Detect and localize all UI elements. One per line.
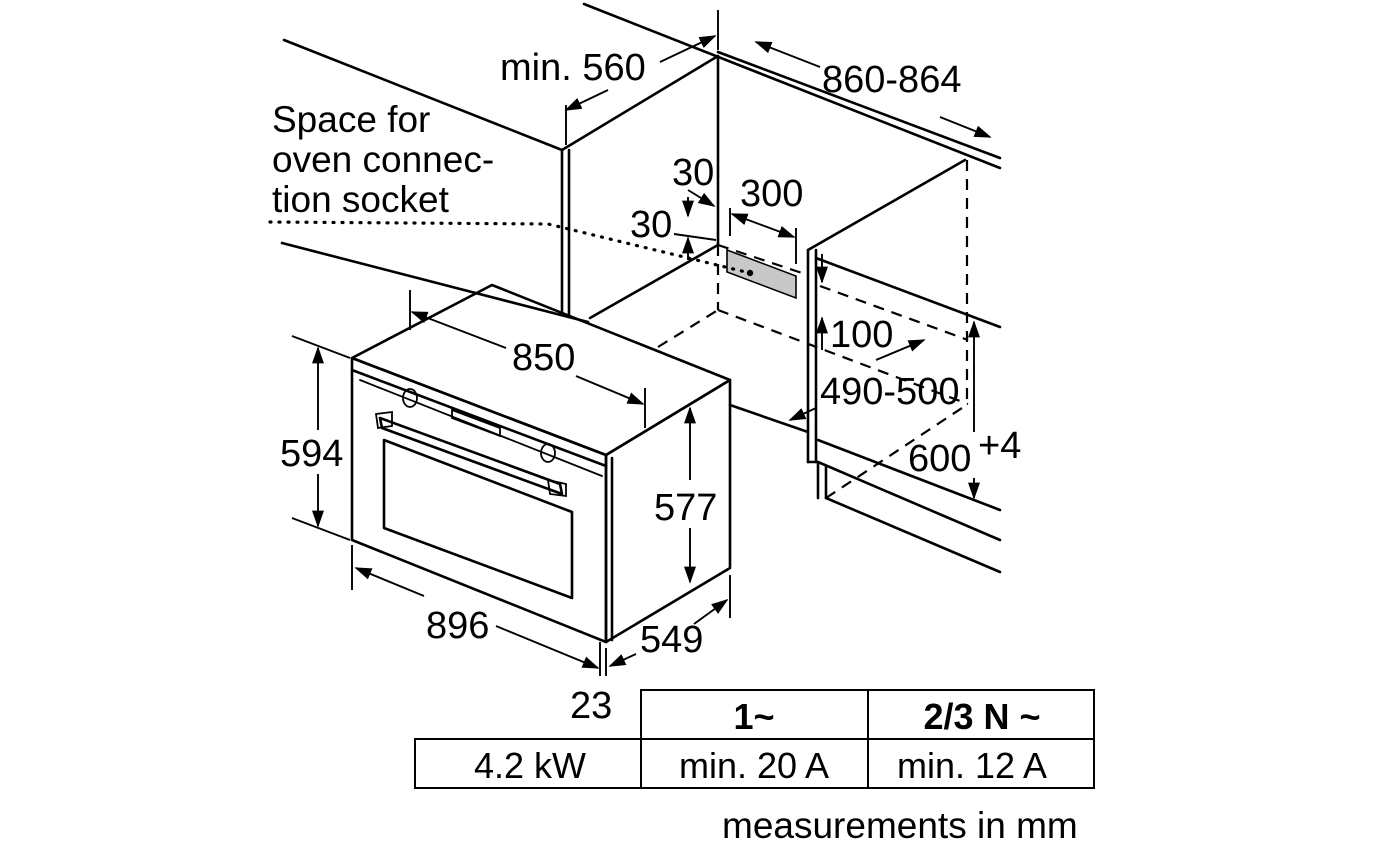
oven-width-top-label: 850 — [512, 337, 575, 379]
socket-dot — [746, 269, 754, 277]
units-footer: measurements in mm — [722, 805, 1078, 846]
niche-width-label: 860-864 — [822, 59, 961, 101]
oven-height-label: 594 — [280, 433, 343, 475]
oven-front-width-label: 896 — [426, 605, 489, 647]
socket-note-line-2: oven connec- — [272, 139, 494, 180]
dimension-lines — [291, 10, 992, 676]
socket-area — [726, 248, 797, 300]
niche-height-tolerance: +4 — [978, 425, 1021, 467]
door-handle — [378, 416, 564, 496]
table-header-three-phase: 2/3 N ~ — [923, 696, 1040, 737]
oven-depth-label: 549 — [640, 619, 703, 661]
offset-side-label: 30 — [630, 204, 672, 246]
socket-note-line-1: Space for — [272, 99, 430, 140]
table-power-cell: 4.2 kW — [474, 745, 586, 786]
niche-height-label: 600 — [908, 438, 971, 480]
oven-appliance — [350, 283, 732, 644]
knob-left-icon — [402, 388, 418, 408]
offset-top-label: 30 — [672, 152, 714, 194]
socket-height-label: 100 — [830, 314, 893, 356]
oven-body-height-label: 577 — [654, 487, 717, 529]
socket-width-label: 300 — [740, 173, 803, 215]
knob-right-icon — [540, 443, 556, 463]
oven-window — [382, 438, 574, 600]
min-depth-label: min. 560 — [500, 47, 646, 89]
niche-depth-label: 490-500 — [820, 371, 959, 413]
table-header-single-phase: 1~ — [733, 696, 774, 737]
socket-note-line-3: tion socket — [272, 179, 450, 220]
table-fuse-single-phase: min. 20 A — [679, 745, 829, 786]
table-fuse-three-phase: min. 12 A — [897, 745, 1047, 786]
electrical-table: 1~ 2/3 N ~ 4.2 kW min. 20 A min. 12 A — [414, 689, 1095, 789]
front-thickness-label: 23 — [570, 685, 612, 727]
cabinet-niche — [268, 2, 1002, 574]
